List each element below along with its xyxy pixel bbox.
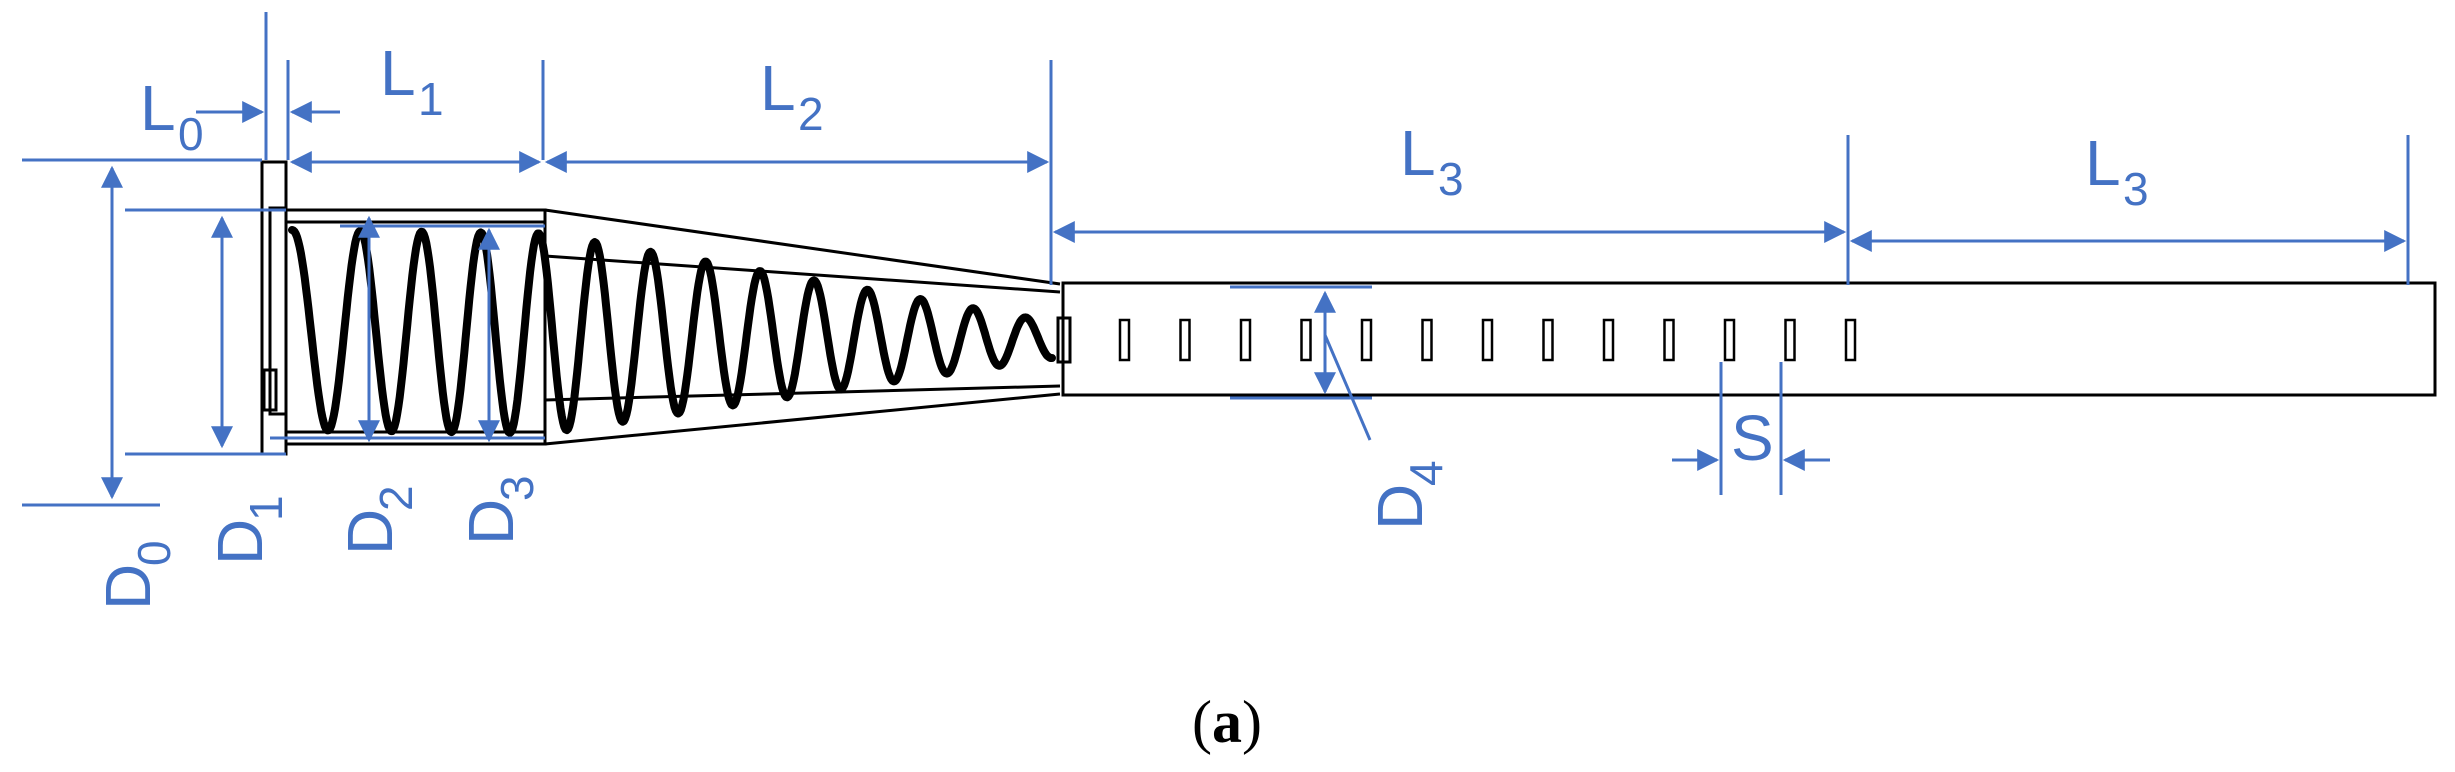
label-S: S (1731, 402, 1774, 474)
slot (1179, 318, 1191, 362)
slot (1602, 318, 1615, 362)
slot (1421, 318, 1433, 362)
cone-bottom (544, 392, 1061, 446)
svg-text:D: D (1364, 484, 1436, 530)
label-L0: L 0 (140, 72, 204, 160)
dimension-lines (22, 12, 2410, 507)
label-D3: D 3 (455, 475, 543, 545)
svg-text:1: 1 (240, 495, 292, 521)
svg-text:D: D (92, 564, 164, 610)
spring-coil (288, 226, 1056, 437)
part-outline (260, 160, 2437, 456)
slots (1118, 318, 1857, 362)
svg-text:3: 3 (491, 475, 543, 501)
svg-text:D: D (204, 519, 276, 565)
cone-top (544, 208, 1061, 286)
slot (1784, 318, 1796, 362)
svg-text:L: L (1400, 117, 1436, 189)
svg-text:0: 0 (178, 108, 204, 160)
figure-caption: (a) (1192, 689, 1262, 755)
svg-text:D: D (455, 499, 527, 545)
slot (1663, 318, 1675, 362)
label-D1: D 1 (204, 495, 292, 565)
svg-text:4: 4 (1400, 460, 1452, 486)
slot (1239, 318, 1252, 362)
label-L3-first: L 3 (1400, 117, 1464, 205)
slot (1360, 318, 1373, 362)
svg-text:L: L (380, 37, 416, 109)
label-L3-second: L 3 (2085, 127, 2149, 215)
flange-small (262, 368, 278, 412)
label-D0: D 0 (92, 540, 180, 610)
svg-text:0: 0 (128, 540, 180, 566)
slot (1844, 318, 1857, 362)
label-D4: D 4 (1364, 460, 1452, 530)
svg-text:L: L (2085, 127, 2121, 199)
label-D2: D 2 (334, 485, 422, 555)
slot (1481, 318, 1494, 362)
svg-text:L: L (140, 72, 176, 144)
svg-text:2: 2 (370, 485, 422, 511)
label-L2: L 2 (760, 52, 824, 140)
svg-text:3: 3 (2123, 163, 2149, 215)
slot (1542, 318, 1554, 362)
slot (1118, 318, 1131, 362)
slotted-tube (1061, 281, 2437, 397)
svg-text:D: D (334, 509, 406, 555)
svg-text:2: 2 (798, 88, 824, 140)
svg-text:3: 3 (1438, 153, 1464, 205)
svg-text:1: 1 (418, 73, 444, 125)
slot (1723, 318, 1736, 362)
flange-inner (268, 206, 288, 416)
slot (1300, 318, 1312, 362)
svg-text:L: L (760, 52, 796, 124)
cylinder-body (286, 208, 547, 446)
label-L1: L 1 (380, 37, 444, 125)
